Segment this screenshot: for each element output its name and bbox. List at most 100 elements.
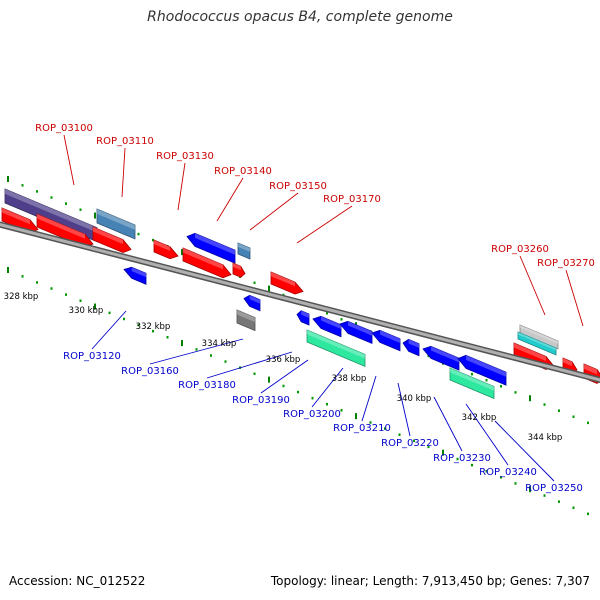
reverse-gene-label: ROP_03190 xyxy=(232,395,290,406)
tick-mark xyxy=(485,378,488,382)
tick-mark xyxy=(413,439,415,443)
gene-reverse xyxy=(457,354,507,386)
scale-label: 336 kbp xyxy=(266,355,301,365)
tick-mark xyxy=(108,311,111,315)
leader-line xyxy=(91,310,127,350)
tick-mark xyxy=(268,285,270,292)
tick-mark xyxy=(152,329,154,333)
tick-mark xyxy=(65,293,67,296)
scale-label: 344 kbp xyxy=(528,433,563,443)
tick-mark xyxy=(253,372,256,376)
gene-reverse xyxy=(371,329,401,352)
gene-ROP_03140-upper xyxy=(186,232,236,264)
leader-line xyxy=(494,420,555,482)
tick-mark xyxy=(7,176,9,182)
leader-line xyxy=(177,162,186,211)
tick-mark xyxy=(195,348,198,351)
tick-mark xyxy=(65,202,67,205)
gene-ROP_03160 xyxy=(243,294,261,312)
tick-mark xyxy=(36,281,38,284)
gene-ROP_03190 xyxy=(296,310,310,326)
gene-ROP_03200 xyxy=(306,329,366,367)
leader-line xyxy=(260,359,309,394)
tick-mark xyxy=(558,409,560,412)
tick-mark xyxy=(210,354,212,357)
genome-summary-text: Topology: linear; Length: 7,913,450 bp; … xyxy=(270,574,590,588)
forward-gene-label: ROP_03260 xyxy=(491,244,549,255)
leader-line xyxy=(519,255,546,316)
gene-ROP_03110-upper xyxy=(96,208,136,240)
tick-mark xyxy=(21,275,24,278)
tick-mark xyxy=(529,486,531,493)
tick-mark xyxy=(152,238,154,242)
tick-mark xyxy=(326,311,328,315)
genome-title: Rhodococcus opacus B4, complete genome xyxy=(147,9,453,25)
tick-mark xyxy=(94,212,96,219)
tick-mark xyxy=(166,335,169,339)
gene-features xyxy=(1,188,600,400)
tick-mark xyxy=(50,287,53,290)
tick-mark xyxy=(369,421,372,424)
backbone-line xyxy=(0,223,600,382)
tick-mark xyxy=(21,184,24,187)
scale-label: 330 kbp xyxy=(69,306,104,316)
gene-reverse xyxy=(402,338,420,357)
forward-gene-label: ROP_03110 xyxy=(96,136,154,147)
tick-mark xyxy=(587,512,589,516)
tick-mark xyxy=(543,403,546,406)
tick-mark xyxy=(398,433,401,436)
tick-mark xyxy=(587,421,589,425)
gene-ROP_03240 xyxy=(449,367,495,400)
tick-mark xyxy=(326,402,328,406)
tick-mark xyxy=(181,249,183,256)
tick-mark xyxy=(311,396,314,400)
scale-label: 334 kbp xyxy=(202,339,237,349)
tick-mark xyxy=(297,390,299,394)
map-labels: ROP_03100ROP_03110ROP_03130ROP_03140ROP_… xyxy=(4,123,595,494)
leader-line xyxy=(311,367,344,408)
gene-ROP_03150-upper xyxy=(237,242,251,260)
gene-forward xyxy=(270,271,304,295)
tick-mark xyxy=(79,208,82,211)
leader-line xyxy=(361,375,377,422)
tick-mark xyxy=(485,469,488,473)
tick-mark xyxy=(514,482,517,485)
tick-mark xyxy=(137,232,140,236)
tick-mark xyxy=(543,494,546,497)
tick-mark xyxy=(355,413,357,420)
reverse-gene-label: ROP_03180 xyxy=(178,380,236,391)
reverse-gene-label: ROP_03230 xyxy=(433,453,491,464)
reverse-gene-label: ROP_03160 xyxy=(121,366,179,377)
tick-mark xyxy=(500,385,502,388)
tick-mark xyxy=(340,409,343,412)
forward-gene-label: ROP_03170 xyxy=(323,194,381,205)
scale-label: 328 kbp xyxy=(4,292,39,302)
tick-mark xyxy=(471,463,473,467)
tick-mark xyxy=(500,476,502,479)
accession-text: Accession: NC_012522 xyxy=(9,574,146,588)
gene-forward xyxy=(92,226,132,254)
gene-ROP_03260-lower xyxy=(517,331,557,356)
tick-mark xyxy=(456,457,459,461)
gene-reverse xyxy=(339,320,373,345)
tick-mark xyxy=(253,281,256,285)
leader-line xyxy=(465,403,509,466)
forward-gene-label: ROP_03150 xyxy=(269,181,327,192)
tick-mark xyxy=(79,299,82,302)
gene-ROP_03180 xyxy=(236,309,256,332)
tick-mark xyxy=(50,196,53,199)
chromosome-backbone xyxy=(0,221,600,384)
gene-forward xyxy=(182,247,232,279)
scale-label: 342 kbp xyxy=(462,413,497,423)
reverse-gene-label: ROP_03120 xyxy=(63,351,121,362)
leader-line xyxy=(121,147,126,198)
tick-mark xyxy=(442,449,444,456)
tick-mark xyxy=(558,500,560,503)
tick-mark xyxy=(123,317,125,321)
tick-mark xyxy=(471,372,473,376)
tick-mark xyxy=(282,384,285,388)
scale-label: 338 kbp xyxy=(332,374,367,384)
forward-gene-label: ROP_03140 xyxy=(214,166,272,177)
leader-line xyxy=(397,382,411,437)
